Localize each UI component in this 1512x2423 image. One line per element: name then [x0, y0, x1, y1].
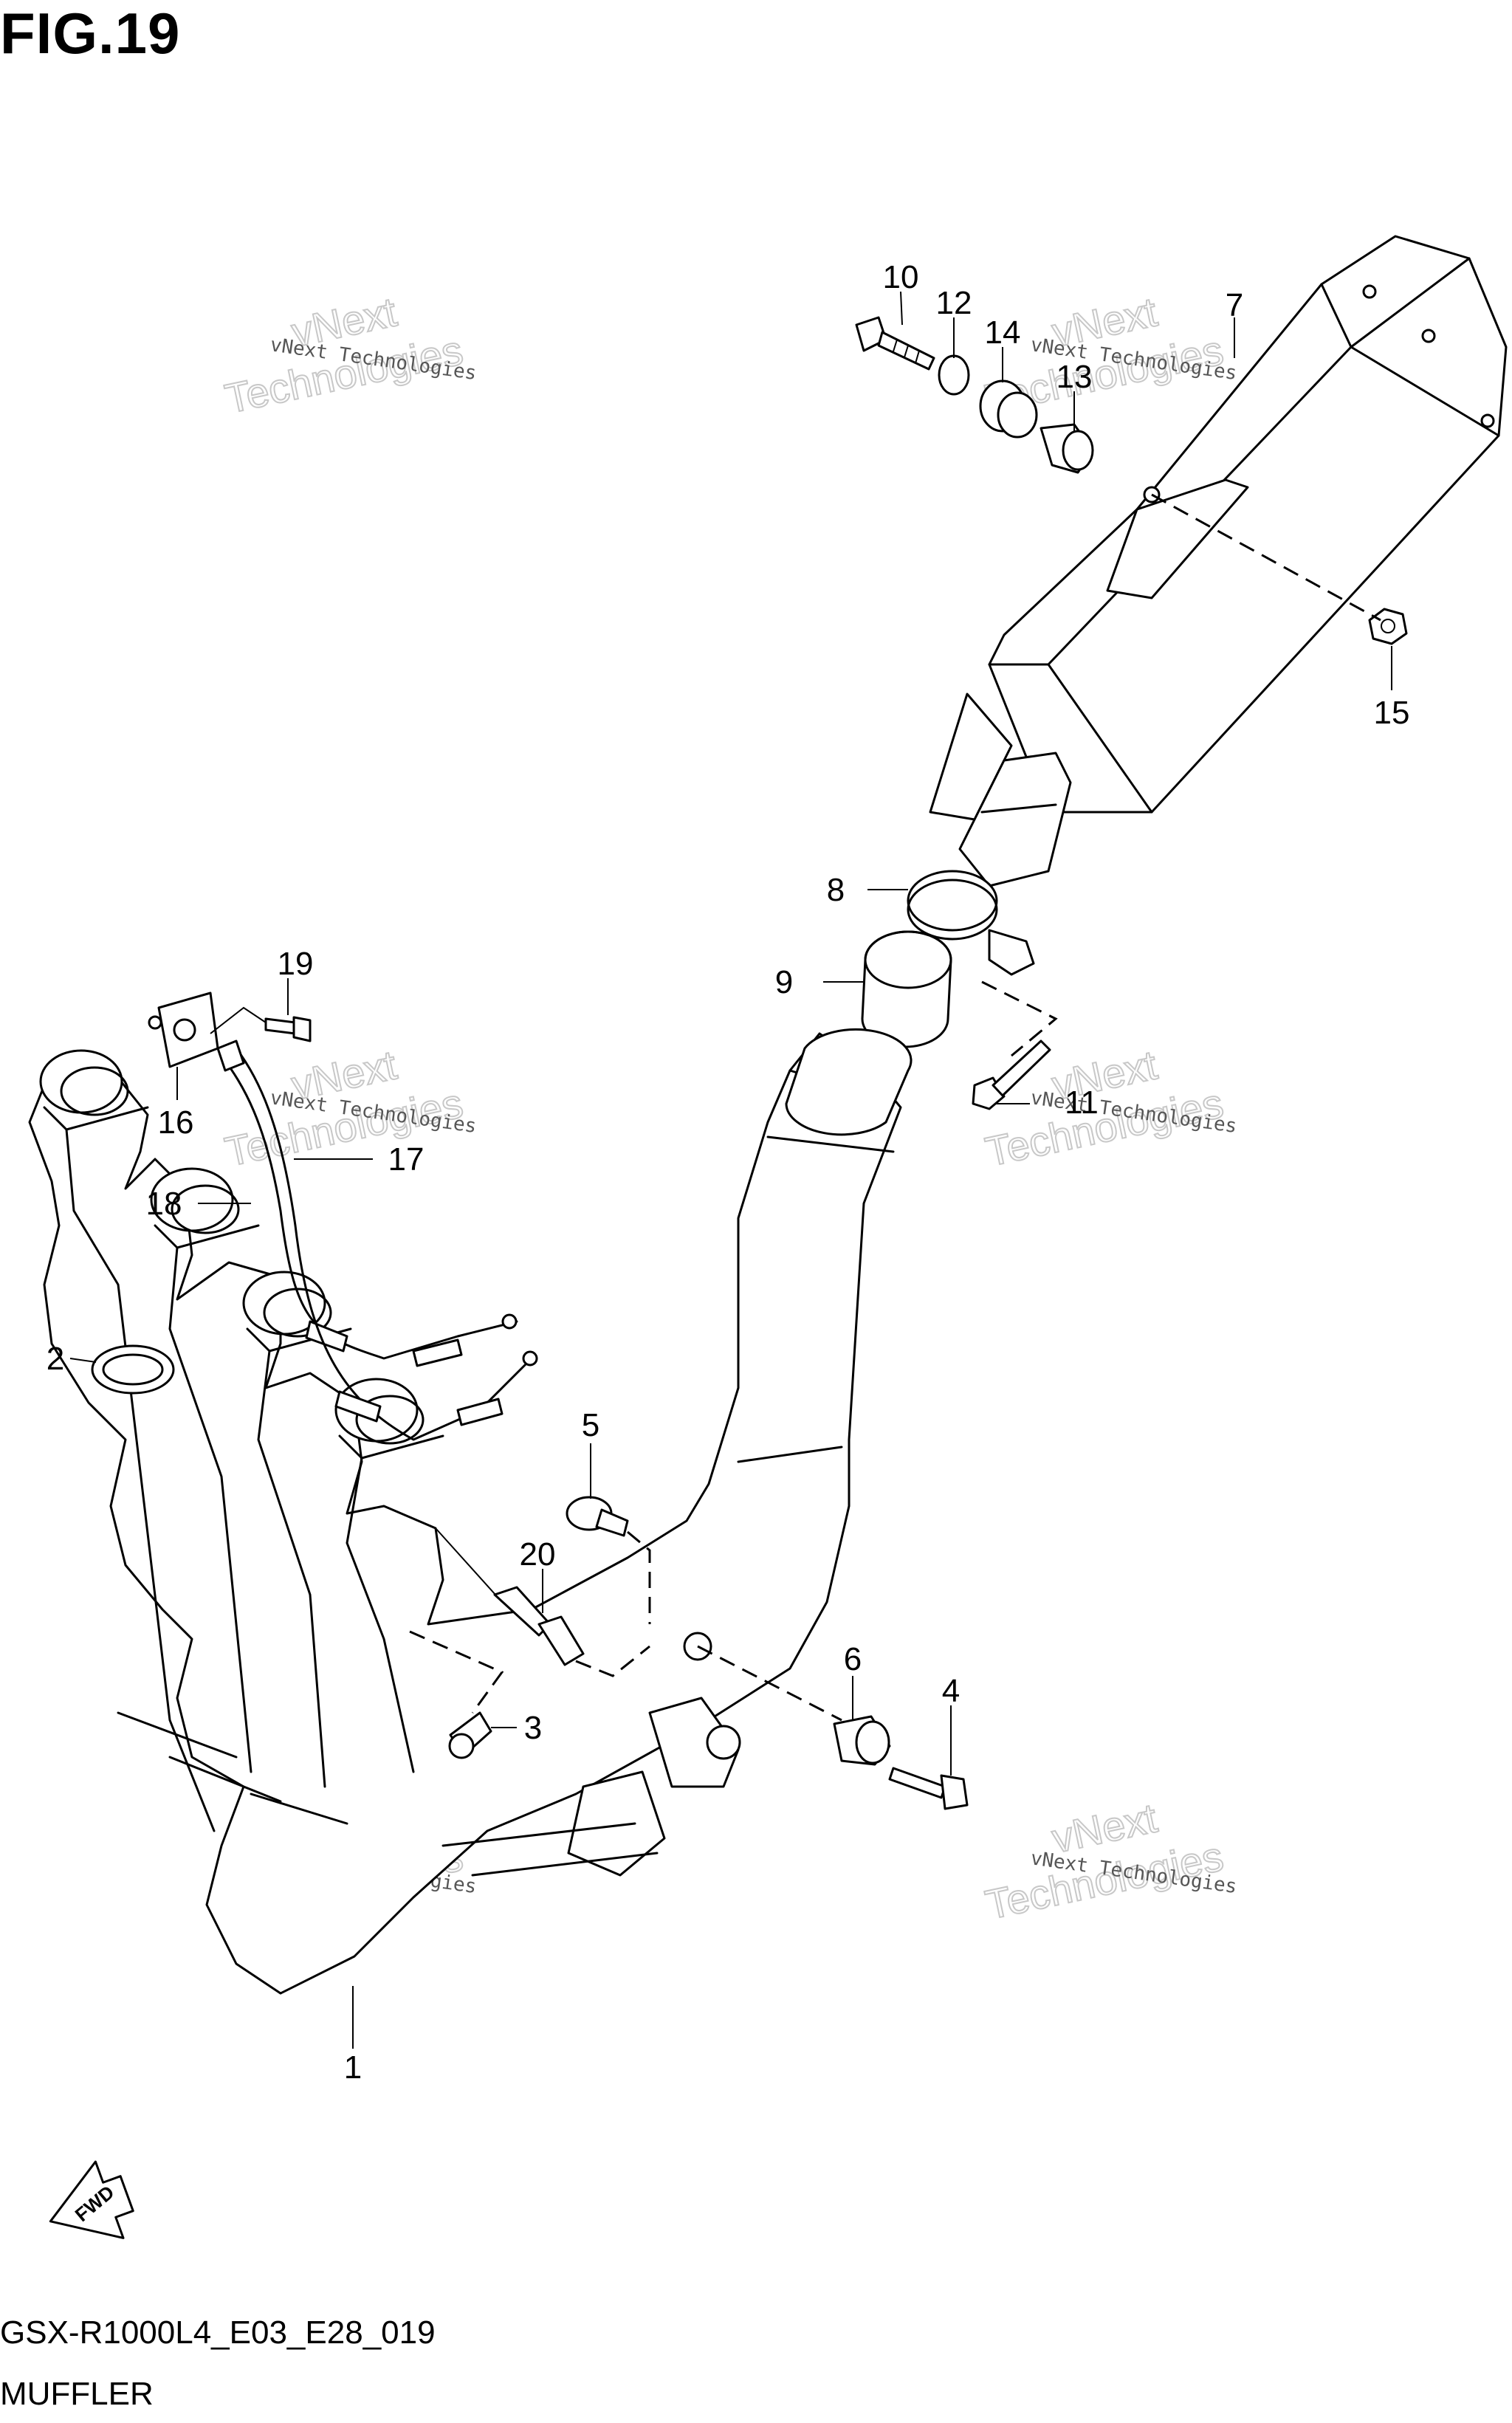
bolt-part-11	[972, 1039, 1051, 1110]
part-label-9: 9	[775, 964, 793, 1000]
collar-part-13	[1040, 423, 1094, 474]
bolt-part-10	[855, 316, 935, 371]
o2-sensor-part-20	[435, 1527, 585, 1666]
watermark-bottom-right: Technologies vNext vNext Technologies	[980, 1793, 1238, 1928]
part-label-6: 6	[844, 1641, 862, 1677]
watermark-top-left: Technologies vNext vNext Technologies	[220, 287, 478, 422]
diagram-code: GSX-R1000L4_E03_E28_019	[0, 2314, 436, 2351]
part-label-12: 12	[936, 285, 972, 321]
gasket-part-9	[861, 930, 952, 1048]
part-labels: 1 2 3 4 5 6 7 8 9 10 11 12 13 14 15 16 1…	[47, 259, 1410, 2086]
muffler-body-part	[929, 235, 1508, 887]
part-label-19: 19	[278, 946, 314, 982]
part-label-3: 3	[524, 1710, 542, 1746]
assembly-line	[981, 980, 1058, 1057]
part-label-14: 14	[985, 315, 1021, 351]
part-label-2: 2	[47, 1341, 64, 1377]
gasket-part-2	[91, 1344, 175, 1395]
part-label-17: 17	[388, 1141, 425, 1178]
part-label-11: 11	[1065, 1085, 1099, 1121]
part-label-13: 13	[1056, 359, 1093, 395]
part-label-18: 18	[146, 1186, 182, 1222]
part-label-1: 1	[344, 2049, 362, 2086]
bolt-part-19	[264, 1016, 312, 1042]
diagram-name: MUFFLER	[0, 2376, 154, 2412]
assembly-line	[1151, 493, 1381, 622]
bolt-part-3	[448, 1711, 492, 1759]
assembly-line	[627, 1530, 651, 1624]
cable-part-17	[220, 1054, 518, 1367]
bolt-part-4	[888, 1767, 969, 1810]
fwd-arrow-icon: FWD	[49, 2160, 134, 2239]
part-label-20: 20	[520, 1536, 556, 1573]
part-label-4: 4	[942, 1673, 960, 1709]
part-label-10: 10	[883, 259, 919, 295]
cable-part-18	[216, 1039, 538, 1441]
washer-part-12	[938, 354, 970, 396]
assembly-line	[409, 1630, 504, 1714]
part-label-15: 15	[1374, 695, 1410, 731]
part-label-7: 7	[1226, 287, 1243, 323]
figure-title: FIG.19	[0, 1, 181, 66]
leader-lines	[69, 291, 1392, 2049]
part-label-16: 16	[158, 1104, 194, 1141]
nut-part-15	[1368, 608, 1408, 645]
part-label-5: 5	[582, 1407, 599, 1443]
damper-part-6	[833, 1715, 891, 1766]
leader-line	[210, 1006, 267, 1034]
exhaust-pipe-part-1	[28, 1028, 913, 1995]
clamp-part-8	[907, 870, 1035, 976]
bolt-part-5	[566, 1496, 629, 1537]
watermark-mid-left: Technologies vNext vNext Technologies	[220, 1040, 478, 1175]
damper-part-14	[979, 379, 1038, 439]
cable-bracket-part-16	[148, 991, 219, 1068]
assembly-line	[575, 1645, 650, 1677]
part-label-8: 8	[827, 872, 845, 908]
